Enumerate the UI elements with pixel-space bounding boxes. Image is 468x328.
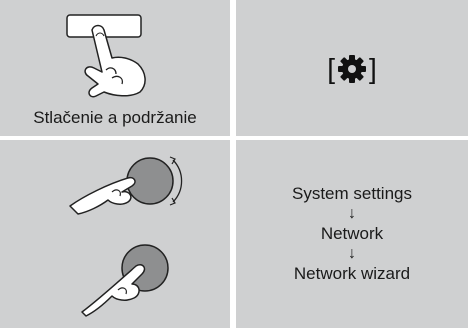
menu-item-network: Network (320, 224, 384, 243)
hand-press-button-icon (66, 14, 146, 98)
arrow-down-icon: ↓ (348, 245, 356, 262)
step-turn-press-cell (0, 140, 230, 328)
menu-item-system-settings: System settings (292, 184, 412, 203)
arrow-down-icon: ↓ (348, 205, 356, 222)
menu-path: System settings ↓ Network ↓ Network wiza… (236, 140, 468, 328)
step-menu-path-cell: System settings ↓ Network ↓ Network wiza… (236, 140, 468, 328)
step-settings-cell: [ ] (236, 0, 468, 136)
bracket-open: [ (327, 53, 335, 85)
step-press-hold-cell: Stlačenie a podržanie (0, 0, 230, 136)
hand-turn-and-press-knob-icon (69, 156, 183, 317)
menu-item-network-wizard: Network wizard (293, 264, 411, 283)
press-hold-caption: Stlačenie a podržanie (33, 108, 197, 127)
gear-icon (338, 55, 366, 84)
bracket-close: ] (369, 53, 377, 85)
settings-symbol: [ ] (236, 48, 468, 89)
